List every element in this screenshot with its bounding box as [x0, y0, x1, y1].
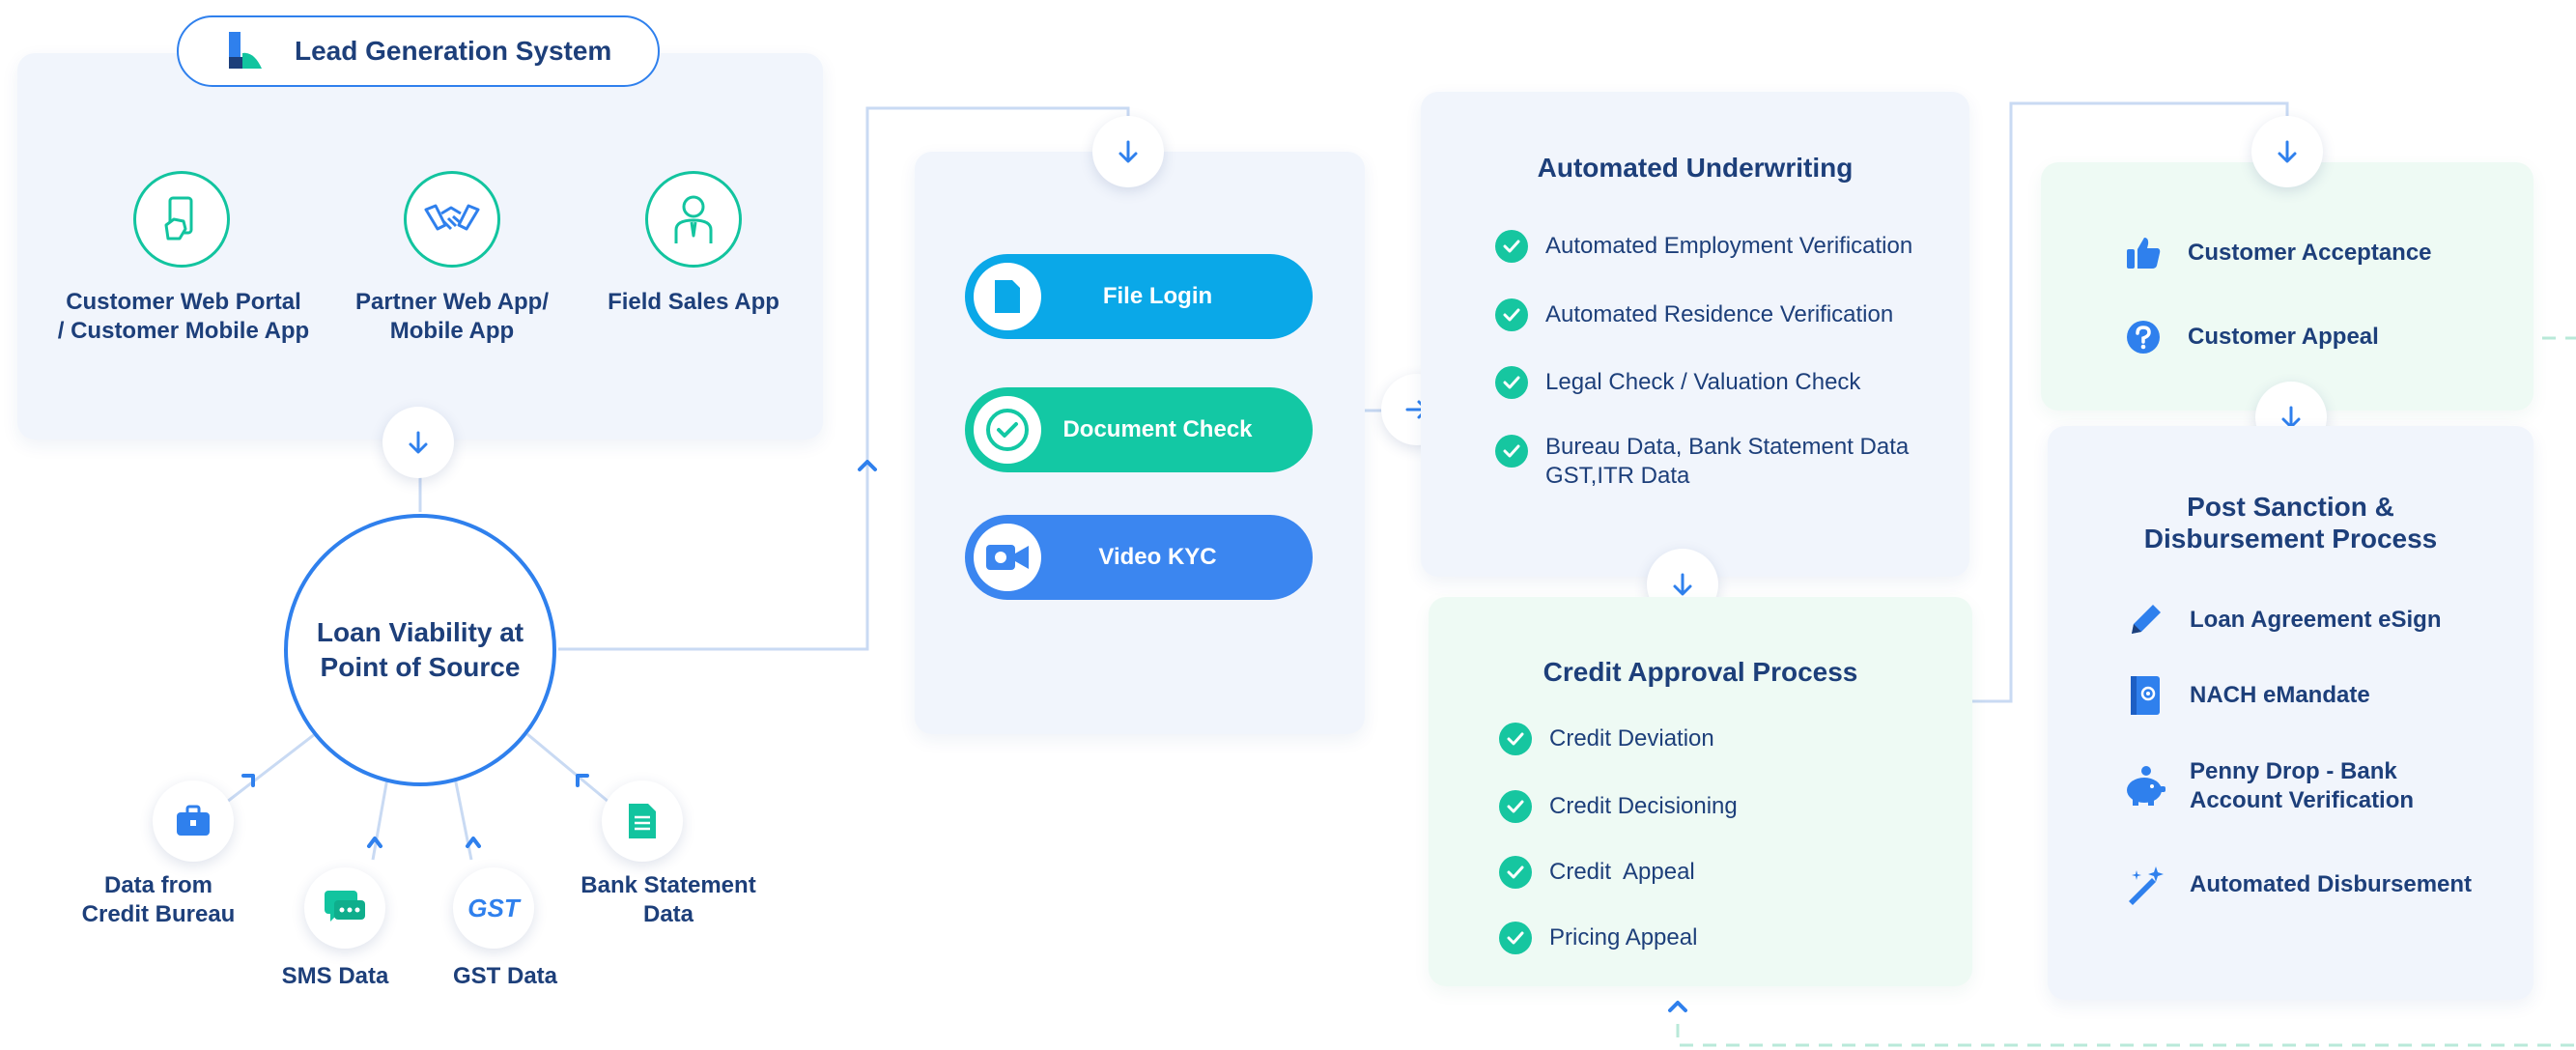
- flow-arrow-down-4: [2251, 116, 2323, 187]
- mandate-book-icon: [2122, 674, 2168, 717]
- post-sanction-title: Post Sanction & Disbursement Process: [2143, 492, 2438, 553]
- mobile-hand-icon: [133, 171, 230, 268]
- check-icon: [1499, 856, 1532, 889]
- video-camera-icon: [974, 524, 1041, 591]
- loan-viability-title-line1: Loan Viability at: [316, 617, 524, 647]
- source-label-customer-portal: Customer Web Portal / Customer Mobile Ap…: [57, 289, 310, 344]
- question-icon: [2120, 319, 2166, 355]
- thumbs-up-icon: [2120, 236, 2166, 270]
- loan-viability-title-line2: Point of Source: [320, 652, 521, 682]
- video-kyc-label: Video KYC: [1098, 544, 1217, 570]
- arrow-down-icon: [2278, 140, 2297, 163]
- magic-wand-icon: [2122, 865, 2168, 905]
- automated-disbursement-item: Automated Disbursement: [2122, 865, 2472, 905]
- check-icon: [1495, 230, 1528, 263]
- source-label-field-sales: Field Sales App: [608, 289, 779, 315]
- piggy-bank-icon: [2122, 765, 2168, 808]
- underwriting-item: Automated Residence Verification: [1495, 298, 1893, 331]
- check-icon: [1499, 922, 1532, 954]
- briefcase-icon: [153, 780, 234, 862]
- customer-decision-panel: [2041, 162, 2534, 411]
- nach-emandate-item: NACH eMandate: [2122, 674, 2370, 717]
- underwriting-item: Bureau Data, Bank Statement Data GST,ITR…: [1495, 433, 1909, 491]
- brand-logo-icon: [229, 32, 262, 69]
- data-label-sms: SMS Data: [281, 963, 389, 989]
- gst-icon: GST: [453, 867, 534, 949]
- check-icon: [1495, 435, 1528, 468]
- loan-viability-circle: Loan Viability at Point of Source: [284, 514, 556, 786]
- data-label-gst: GST Data: [452, 963, 558, 989]
- file-login-step: File Login: [965, 254, 1313, 339]
- check-icon: [1499, 790, 1532, 823]
- salesperson-icon: [645, 171, 742, 268]
- video-kyc-step: Video KYC: [965, 515, 1313, 600]
- source-label-partner-app: Partner Web App/ Mobile App: [354, 289, 550, 344]
- data-label-bank-statement: Bank Statement Data: [580, 872, 756, 927]
- underwriting-item: Automated Employment Verification: [1495, 230, 1912, 263]
- arrow-down-icon: [409, 431, 428, 454]
- document-check-step: Document Check: [965, 387, 1313, 472]
- post-sanction-panel: [2048, 426, 2534, 1000]
- underwriting-title: Automated Underwriting: [1537, 153, 1854, 183]
- underwriting-item: Legal Check / Valuation Check: [1495, 366, 1860, 399]
- check-circle-icon: [974, 396, 1041, 464]
- underwriting-panel: [1421, 92, 1969, 577]
- credit-approval-item: Credit Deviation: [1499, 723, 1714, 755]
- chat-icon: [304, 867, 385, 949]
- customer-appeal-item: Customer Appeal: [2120, 319, 2379, 355]
- lead-generation-title-pill: Lead Generation System: [177, 15, 660, 87]
- check-icon: [1495, 298, 1528, 331]
- data-label-credit-bureau: Data from Credit Bureau: [81, 872, 236, 927]
- credit-approval-title: Credit Approval Process: [1543, 657, 1858, 687]
- document-check-label: Document Check: [1062, 416, 1253, 442]
- flow-arrow-down-1: [382, 407, 454, 478]
- file-icon: [974, 263, 1041, 330]
- loan-agreement-esign-item: Loan Agreement eSign: [2122, 601, 2441, 639]
- pen-icon: [2122, 601, 2168, 639]
- document-icon: [602, 780, 683, 862]
- credit-approval-item: Credit Appeal: [1499, 856, 1695, 889]
- check-icon: [1499, 723, 1532, 755]
- customer-acceptance-item: Customer Acceptance: [2120, 236, 2432, 270]
- check-icon: [1495, 366, 1528, 399]
- flow-arrow-down-2: [1092, 116, 1164, 187]
- penny-drop-item: Penny Drop - Bank Account Verification: [2122, 757, 2414, 815]
- arrow-down-icon: [1118, 140, 1138, 163]
- credit-approval-item: Credit Decisioning: [1499, 790, 1738, 823]
- lead-generation-title: Lead Generation System: [295, 36, 612, 66]
- credit-approval-item: Pricing Appeal: [1499, 922, 1697, 954]
- file-login-label: File Login: [1102, 283, 1213, 309]
- arrow-down-icon: [1673, 573, 1692, 596]
- handshake-icon: [404, 171, 500, 268]
